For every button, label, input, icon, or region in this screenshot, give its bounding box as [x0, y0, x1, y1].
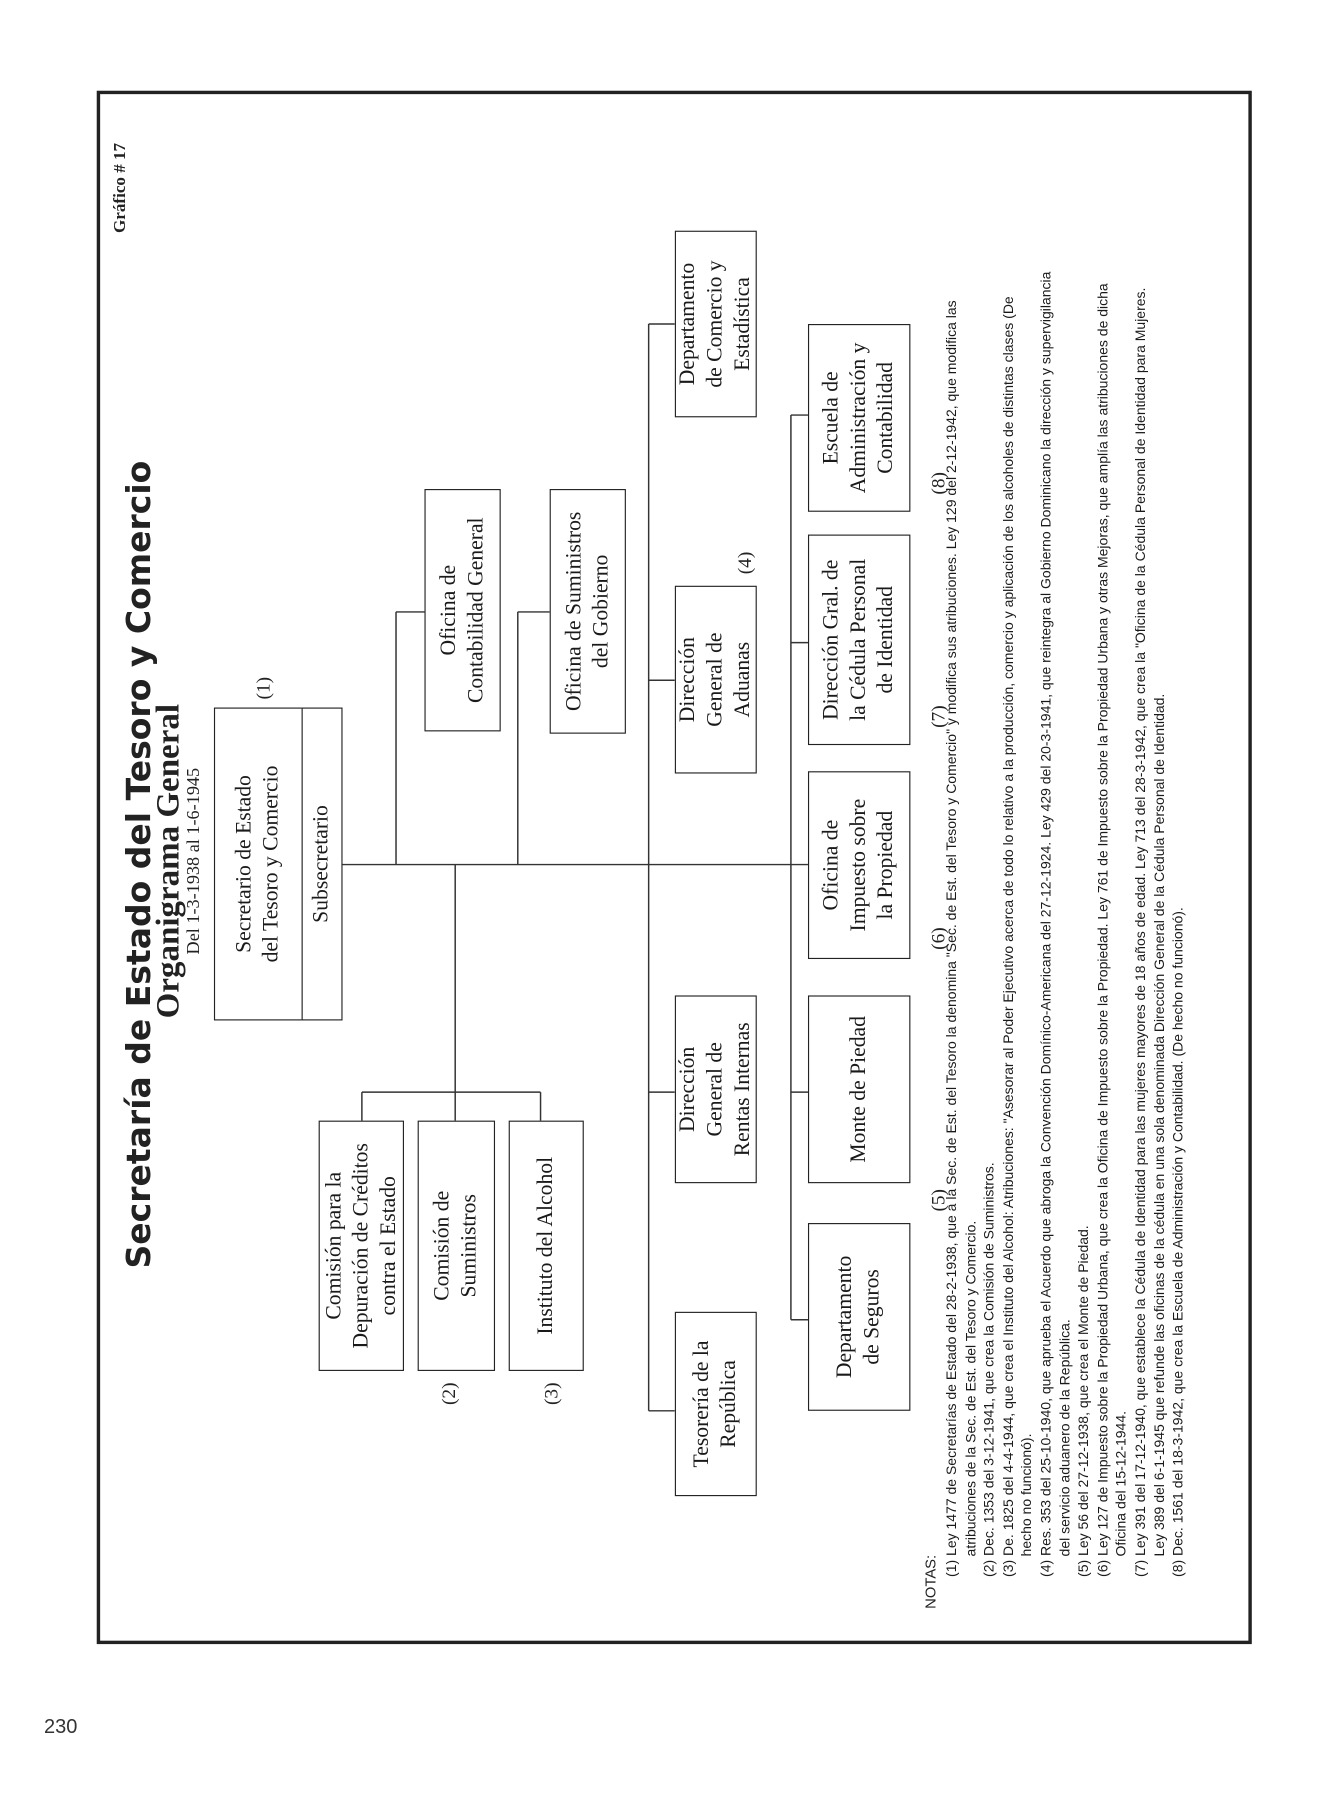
- note-ref-2: (2): [438, 1382, 460, 1406]
- box-comision-depuracion: Comisión para la Depuración de Créditos …: [318, 1120, 404, 1371]
- box-cedula: Dirección Gral. de la Cédula Personal de…: [807, 534, 911, 746]
- box-label: Monte de Piedad: [846, 1016, 871, 1163]
- box-label: Rentas Internas: [730, 1022, 755, 1157]
- box-seguros: Departamento de Seguros: [807, 1223, 911, 1411]
- note-item: (4) Res. 353 del 25-10-1940, que aprueba…: [1037, 271, 1073, 1577]
- box-label: Instituto del Alcohol: [533, 1156, 558, 1335]
- box-label: General de: [703, 1042, 728, 1137]
- box-label: Oficina de Suministros: [561, 511, 586, 712]
- box-label: Oficina de: [436, 564, 461, 656]
- box-label: Impuesto sobre: [846, 798, 871, 932]
- box-escuela: Escuela de Administración y Contabilidad: [807, 324, 911, 512]
- note-ref-3: (3): [540, 1382, 563, 1406]
- note-item: (6) Ley 127 de Impuesto sobre la Propied…: [1094, 283, 1130, 1577]
- note-item: (8) Dec. 1561 del 18-3-1942, que crea la…: [1170, 907, 1186, 1577]
- notes-label: NOTAS:: [921, 1554, 939, 1609]
- box-label: Dirección: [675, 1046, 700, 1132]
- note-item: (7) Ley 391 del 17-12-1940, que establec…: [1132, 287, 1168, 1577]
- chart-number: Gráfico # 17: [111, 142, 130, 233]
- notes-list: (1) Ley 1477 de Secretarías de Estado de…: [942, 268, 1187, 1577]
- page-number: 230: [44, 1716, 78, 1738]
- box-label: Oficina de: [819, 819, 844, 911]
- box-label: Comisión de: [430, 1190, 455, 1301]
- box-label: Departamento: [675, 262, 700, 386]
- box-label: del Gobierno: [588, 554, 613, 669]
- box-label: contra el Estado: [376, 1176, 401, 1316]
- box-label: República: [716, 1360, 741, 1448]
- box-label: Departamento: [833, 1255, 857, 1379]
- note-item: (5) Ley 56 del 27-12-1938, que crea el M…: [1075, 1225, 1092, 1577]
- note-item: (1) Ley 1477 de Secretarías de Estado de…: [943, 300, 979, 1577]
- chart-subtitle: Organigrama General: [150, 703, 187, 1019]
- box-label: Subsecretario: [309, 805, 334, 923]
- box-label: Contabilidad General: [463, 517, 488, 703]
- box-label: Dirección Gral. de: [819, 559, 844, 720]
- box-aduanas: Dirección General de Aduanas: [674, 585, 757, 774]
- box-tesoreria: Tesorería de la República: [674, 1311, 757, 1497]
- box-label: Escuela de: [819, 371, 844, 465]
- box-label: Estadística: [730, 277, 755, 371]
- box-label: Depuración de Créditos: [348, 1143, 373, 1349]
- box-label: Contabilidad: [873, 362, 898, 474]
- box-label: Tesorería de la: [689, 1340, 714, 1468]
- box-oficina-suministros-gobierno: Oficina de Suministros del Gobierno: [549, 489, 626, 734]
- box-comercio-estadistica: Departamento de Comercio y Estadística: [674, 230, 757, 418]
- note-ref-1: (1): [252, 676, 275, 700]
- box-label: Secretario de Estado: [232, 775, 257, 953]
- note-ref-4: (4): [734, 551, 756, 575]
- box-label: General de: [703, 632, 728, 727]
- box-label: la Cédula Personal: [846, 558, 871, 721]
- note-item: (2) Dec. 1353 del 3-12-1941, que crea la…: [981, 1162, 998, 1577]
- box-label: la Propiedad: [873, 810, 898, 920]
- box-label: Dirección: [675, 637, 700, 723]
- box-label: Administración y: [846, 342, 871, 494]
- box-comision-suministros: Comisión de Suministros: [417, 1120, 496, 1371]
- box-rentas-internas: Dirección General de Rentas Internas: [674, 995, 757, 1184]
- box-secretario: Secretario de Estado del Tesoro y Comerc…: [213, 707, 303, 1021]
- date-range: Del 1-3-1938 al 1-6-1945: [184, 767, 204, 955]
- box-label: Comisión para la: [321, 1171, 346, 1320]
- box-impuesto-propiedad: Oficina de Impuesto sobre la Propiedad: [807, 771, 911, 960]
- box-instituto-alcohol: Instituto del Alcohol: [508, 1120, 584, 1371]
- note-item: (3) De. 1825 del 4-4-1944, que crea el I…: [1000, 296, 1035, 1577]
- box-label: de Seguros: [860, 1269, 885, 1365]
- box-subsecretario: Subsecretario: [301, 707, 343, 1021]
- box-monte-piedad: Monte de Piedad: [807, 995, 911, 1184]
- box-label: Aduanas: [730, 641, 755, 718]
- box-label: Suministros: [457, 1194, 482, 1298]
- box-label: del Tesoro y Comercio: [259, 765, 284, 963]
- box-oficina-contabilidad: Oficina de Contabilidad General: [424, 489, 501, 732]
- box-label: de Comercio y: [703, 260, 728, 388]
- box-label: de Identidad: [873, 586, 898, 694]
